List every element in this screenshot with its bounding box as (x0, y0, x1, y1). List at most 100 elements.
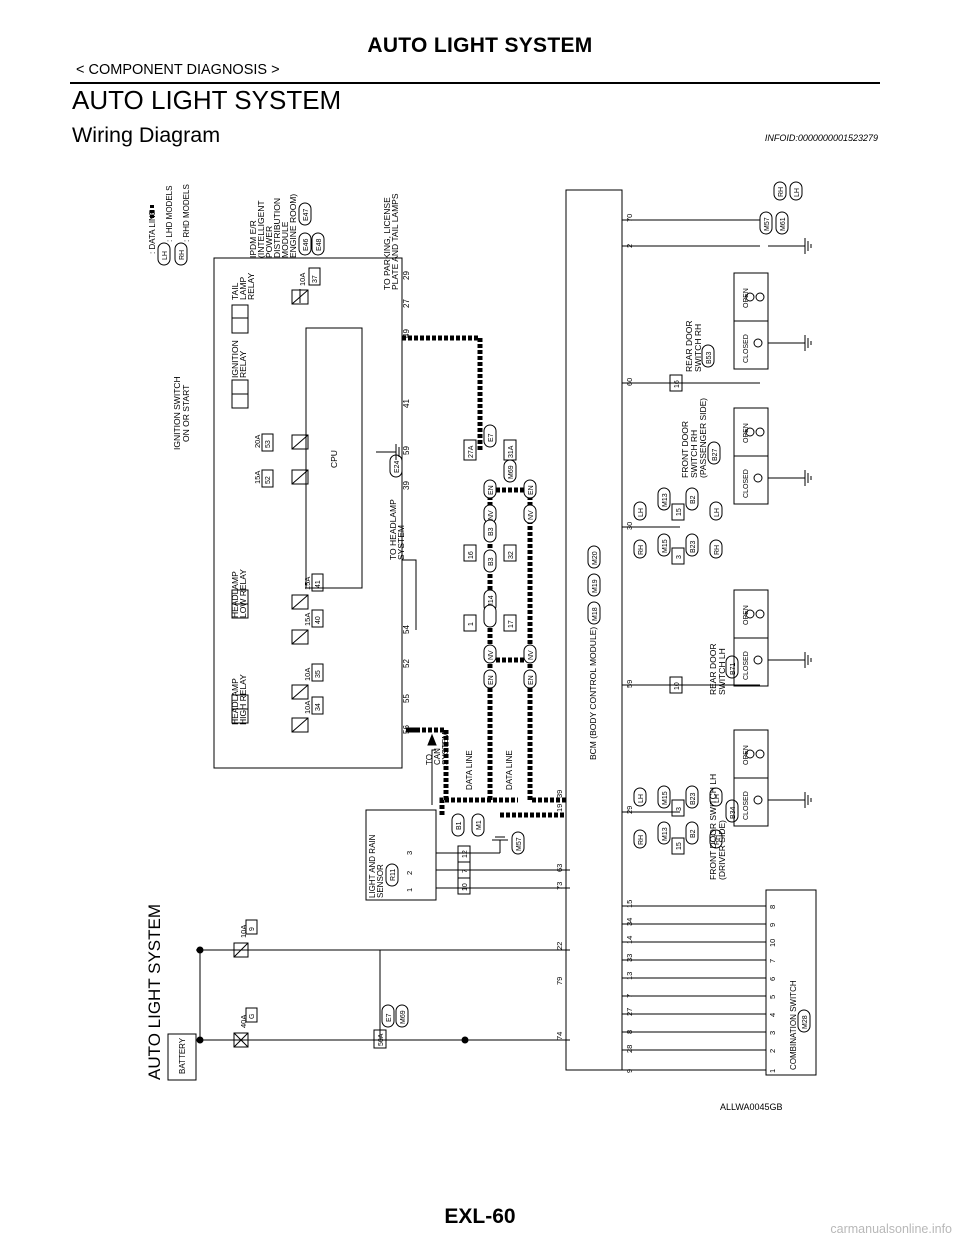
ipdm-conn-e47-text: E47 (303, 208, 310, 221)
can-e7 (483, 424, 497, 448)
door-lh-m13 (657, 821, 671, 845)
fuse-41-symbol (291, 594, 309, 610)
bcm-m18-text: M18 (592, 607, 599, 621)
fuse-g-id-box (245, 1007, 258, 1023)
bcm-in-pin-39: 39 (555, 790, 564, 798)
can-m69-text: M69 (508, 465, 515, 479)
door-lh-b2 (685, 821, 699, 845)
to-headlamp-1: TO HEADLAMP (388, 499, 398, 560)
headlamp-high-relay-label-1: HEADLAMP (230, 678, 240, 725)
comb-pin-4: 4 (768, 1013, 777, 1017)
sensor-line1: LIGHT AND RAIN (368, 834, 377, 898)
fuse-37-amp: 10A (298, 273, 307, 286)
rdsw-rh-conn (701, 344, 715, 368)
can-nv-2-text: NV (488, 510, 495, 520)
door-rh-lh-badge-1 (633, 501, 647, 521)
sensor-m57-text: M57 (516, 837, 523, 851)
rdsw-rh-line1: REAR DOOR (684, 321, 694, 372)
fuse-53-amp: 20A (253, 435, 262, 448)
can-b3-2-text: B3 (488, 527, 495, 536)
can-pin-16-box (463, 544, 477, 562)
data-line-label-1: DATA LINE (465, 750, 474, 790)
door-rh-15: 15 (676, 508, 683, 516)
comb-conn-text: M28 (802, 1015, 809, 1029)
legend-lhd: : LHD MODELS (165, 186, 174, 242)
m57-conn (759, 211, 773, 235)
jc-10: 10 (462, 883, 469, 891)
rdsw-lh-line2: SWITCH LH (717, 648, 727, 695)
ground-e24-conn (389, 454, 403, 478)
rear-lh-10: 10 (674, 682, 681, 690)
ipdm-pin-39: 39 (402, 481, 411, 490)
rdsw-lh-conn (725, 655, 739, 679)
rear-rh-16: 16 (674, 380, 681, 388)
e7-conn (381, 1004, 395, 1028)
tail-relay-label-3: RELAY (246, 272, 256, 300)
fuse-g-id: G (249, 1014, 256, 1019)
fuse-g-amp: 40A (239, 1015, 248, 1028)
ignition-relay-label-2: RELAY (238, 350, 248, 378)
bcm-out-pin-13: 13 (625, 972, 634, 980)
can-pin-31a: 31A (508, 445, 515, 458)
can-pin-27a: 27A (468, 445, 475, 458)
m61-lh-badge (789, 181, 803, 201)
fuse-41-id: 41 (315, 580, 322, 588)
breadcrumb[interactable]: < COMPONENT DIAGNOSIS > (76, 62, 280, 78)
bcm-out-pin-59: 59 (625, 680, 634, 688)
bcm-out-pin-33: 33 (625, 954, 634, 962)
can-m69 (503, 459, 517, 483)
tail-relay-label-1: TAIL (230, 282, 240, 300)
fdsw-lh-conn (725, 799, 739, 823)
door-lh-b23-text: B23 (690, 792, 697, 805)
light-rain-sensor-box (365, 809, 437, 901)
battery-box (167, 1033, 197, 1081)
bcm-in-pin-79: 79 (555, 977, 564, 985)
ipdm-label-1: IPDM E/R (248, 220, 258, 258)
fdsw-lh-closed: CLOSED (743, 791, 750, 820)
can-pin-32: 32 (508, 551, 515, 559)
fuse-35-symbol (291, 684, 309, 700)
comb-conn (797, 1009, 811, 1033)
door-rh-lh-badge-2 (709, 501, 723, 521)
rear-lh-10-box (669, 676, 683, 694)
bcm-m20-text: M20 (592, 551, 599, 565)
can-en-3 (523, 669, 537, 689)
ipdm-label-6: ENGINE ROOM) (288, 194, 298, 258)
can-pin-1: 1 (468, 622, 475, 626)
sensor-pin-1: 1 (405, 888, 414, 892)
comb-pin-9: 9 (768, 923, 777, 927)
ipdm-conn-e46-text: E46 (303, 238, 310, 251)
bcm-out-pin-30: 30 (625, 522, 634, 530)
fuse-52-id-box (261, 469, 274, 488)
can-en-4-text: EN (528, 485, 535, 495)
bcm-out-pin-27: 27 (625, 1008, 634, 1016)
m57-conn-text: M57 (764, 217, 771, 231)
fuse-40-id: 40 (315, 616, 322, 624)
m61-conn-text: M61 (780, 217, 787, 231)
to-can-1: TO (425, 754, 434, 765)
bcm-m20 (587, 545, 601, 569)
door-rh-lh-2: LH (714, 508, 721, 517)
ignition-switch-line1: IGNITION SWITCH (172, 376, 182, 450)
e7-pin: 56A (378, 1033, 385, 1046)
fuse-9-id: 9 (249, 927, 256, 931)
data-line-label-2: DATA LINE (505, 750, 514, 790)
can-nv-3 (523, 644, 537, 664)
door-lh-3-box (671, 799, 685, 817)
sensor-b1-conn (451, 813, 465, 837)
can-b3-1 (483, 549, 497, 573)
headlamp-high-relay-label-2: HIGH RELAY (238, 674, 248, 725)
m57-rh-badge (773, 181, 787, 201)
comb-pin-3: 3 (768, 1031, 777, 1035)
fuse-52-id: 52 (265, 476, 272, 484)
can-pin-27a-box (463, 439, 477, 461)
bcm-out-pin-14: 14 (625, 936, 634, 944)
door-rh-lh-1: LH (638, 508, 645, 517)
section-title: Wiring Diagram (72, 123, 221, 147)
battery-label: BATTERY (178, 1037, 187, 1074)
door-lh-rh-1: RH (638, 835, 645, 845)
watermark: carmanualsonline.info (830, 1222, 952, 1236)
ipdm-pin-27: 27 (402, 299, 411, 308)
bcm-out-pin-60: 60 (625, 378, 634, 386)
comb-pin-1: 1 (768, 1069, 777, 1073)
